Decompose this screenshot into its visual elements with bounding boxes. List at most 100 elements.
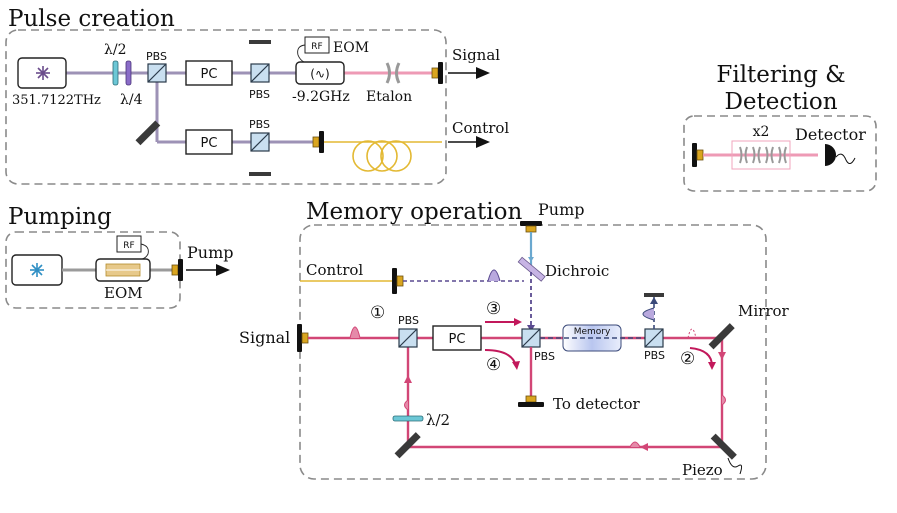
dichroic-label: Dichroic — [545, 262, 609, 280]
signal-input-mount — [297, 324, 302, 352]
beam-dump-top — [249, 40, 271, 44]
memory-operation-section: Memory operation Pump Dichroic Control S… — [239, 199, 790, 480]
loop-half-wave-plate — [392, 415, 424, 422]
etalon-stack-box — [731, 140, 791, 170]
loop-half-wave-label: λ/2 — [426, 411, 450, 429]
pbs-2-label: PBS — [249, 88, 270, 101]
piezo-label: Piezo — [682, 461, 723, 479]
etalon-left — [385, 62, 391, 84]
control-input-label: Control — [306, 261, 363, 279]
mirror-pulse — [135, 120, 161, 146]
signal-input-label: Signal — [239, 328, 290, 347]
pulse-creation-title: Pulse creation — [8, 6, 175, 32]
step-3-marker: ③ — [486, 299, 501, 319]
eom-sine-icon: (∿) — [310, 67, 329, 81]
step-3-arrowhead — [514, 318, 522, 326]
step-4-marker: ④ — [486, 355, 501, 375]
filter-fiber-coupler — [696, 149, 704, 161]
quarter-wave-label: λ/4 — [120, 92, 143, 108]
signal-fiber-coupler — [431, 67, 439, 79]
to-detector-label: To detector — [553, 395, 640, 413]
step-1-marker: ① — [370, 303, 385, 323]
dichroic-mirror — [517, 256, 546, 282]
pbs-center-diagonal — [521, 328, 541, 348]
fiber-loop-3 — [380, 140, 412, 172]
pump-beam-arrow — [528, 257, 534, 262]
quarter-wave-plate — [125, 60, 132, 86]
signal-input-coupler — [301, 332, 309, 344]
loop-arrow-down — [718, 352, 726, 360]
half-wave-plate — [112, 60, 119, 86]
pbs-right-diagonal — [644, 328, 664, 348]
pbs-3-label: PBS — [249, 118, 270, 131]
polarization-controller-bottom — [185, 129, 233, 155]
signal-output-label: Signal — [452, 46, 500, 64]
polarization-controller-top — [185, 60, 233, 86]
pump-star-icon — [30, 263, 44, 277]
loop-arrow-up — [404, 375, 412, 383]
mirror-bottom-left — [394, 432, 421, 459]
loop-arrow-left — [640, 443, 648, 451]
signal-pulse-in — [349, 326, 361, 339]
detuning-label: -9.2GHz — [292, 89, 350, 105]
rf-cable-top — [297, 44, 306, 63]
memory-operation-title: Memory operation — [306, 199, 522, 225]
pumping-title: Pumping — [8, 204, 112, 230]
pump-input-coupler — [525, 225, 537, 233]
frequency-label: 351.7122THz — [12, 93, 101, 108]
step-4-arrowhead — [512, 361, 520, 370]
pump-output-label: Pump — [187, 243, 233, 262]
pc-top-label: PC — [201, 67, 218, 82]
pbs-1-label: PBS — [146, 50, 167, 63]
signal-dashed-pulse — [687, 328, 697, 339]
pump-input-mount — [520, 221, 542, 226]
mirror-top-right — [708, 323, 735, 350]
detector-cable — [835, 153, 856, 164]
memory-label: Memory — [574, 327, 611, 337]
control-pulse — [487, 269, 501, 282]
pump-fiber-coupler — [171, 264, 179, 276]
eom-modulator — [295, 61, 345, 85]
filtering-detection-section: Filtering & Detection x2 Detector — [683, 62, 877, 192]
detector-icon — [825, 144, 836, 166]
loop-pulse-right — [721, 394, 726, 406]
piezo-cable — [727, 457, 743, 475]
polarization-controller-loop — [432, 325, 482, 351]
etalon-stack — [739, 146, 787, 164]
pulse-creation-section: Pulse creation 351.7122THz λ/2 λ/4 PBS P… — [5, 6, 509, 185]
piezo-mirror — [710, 433, 737, 460]
control-fiber-coupler — [312, 136, 320, 148]
beam-dump-bottom — [249, 172, 271, 176]
step-2-arrowhead — [708, 362, 716, 370]
pump-fiber-mount — [178, 259, 183, 281]
etalon-right — [395, 62, 401, 84]
rf-cable-pump — [140, 243, 149, 260]
control-fiber-mount — [319, 131, 324, 153]
eom-top-label: EOM — [333, 40, 369, 56]
pump-arrowhead — [216, 264, 230, 276]
rf-top-label: RF — [311, 42, 322, 52]
memory-operation-box — [299, 224, 767, 480]
detector-label: Detector — [795, 125, 866, 144]
pbs-input-diagonal — [398, 328, 418, 348]
control-input-mount — [392, 268, 397, 294]
filtering-box — [683, 115, 877, 192]
mirror-label: Mirror — [738, 302, 790, 320]
step-2-marker: ② — [680, 349, 695, 369]
signal-fiber-mount — [438, 62, 443, 84]
pump-eom-label: EOM — [104, 284, 143, 302]
x2-label: x2 — [753, 124, 770, 140]
pbs-1-diagonal — [147, 63, 167, 83]
loop-pulse-left — [404, 399, 409, 411]
fiber-loop-1 — [352, 140, 384, 172]
fiber-loop-2 — [366, 140, 398, 172]
etalon-label: Etalon — [366, 89, 412, 105]
control-exit-pulse — [642, 307, 655, 321]
pbs-3-diagonal — [250, 132, 270, 152]
signal-arrowhead — [476, 67, 490, 79]
to-detector-mount — [518, 402, 544, 407]
control-output-label: Control — [452, 119, 509, 137]
pbs-2-diagonal — [250, 63, 270, 83]
pbs-right-label: PBS — [644, 349, 665, 362]
loop-pulse-bottom — [629, 441, 641, 448]
